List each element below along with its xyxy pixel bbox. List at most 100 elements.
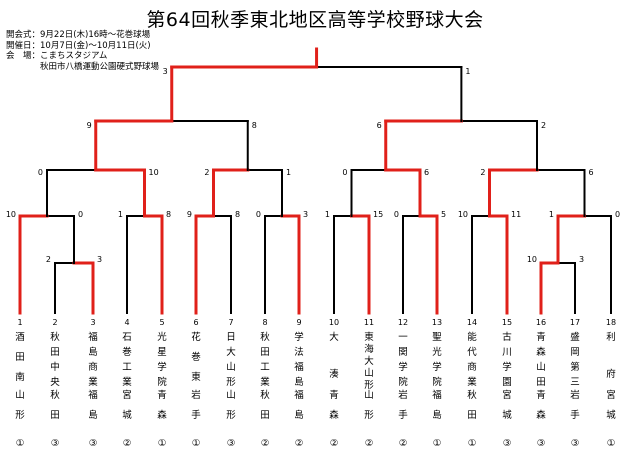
- team-17-number: 17: [570, 318, 580, 327]
- team-13-school-char-4: 院: [432, 376, 442, 388]
- match-r2-4-score-left: 2: [480, 168, 485, 177]
- page-title: 第64回秋季東北地区高等学校野球大会: [146, 9, 484, 31]
- team-13-number: 13: [432, 318, 442, 327]
- match-r1-9-score-left: 1: [549, 210, 554, 219]
- team-15-school-char-4: 園: [502, 377, 512, 388]
- team-14-school-char-2: 代: [467, 347, 477, 358]
- info-venue-2: 秋田市八橋運動公園硬式野球場: [6, 61, 160, 72]
- team-7-seed: ③: [227, 438, 236, 449]
- team-14-seed: ①: [468, 438, 477, 449]
- team-18-pref-char-1: 宮: [606, 389, 616, 401]
- team-8-school-char-1: 秋: [260, 331, 270, 343]
- team-18-seed: ①: [607, 438, 616, 449]
- team-3-school-char-2: 島: [88, 346, 98, 358]
- team-17-pref-char-2: 手: [570, 409, 580, 421]
- team-4-seed: ②: [123, 438, 132, 449]
- team-12-school-char-2: 関: [398, 347, 408, 358]
- team-4-number: 4: [124, 318, 129, 327]
- team-5-pref-char-1: 青: [157, 389, 167, 401]
- team-16-pref-char-2: 森: [536, 409, 546, 421]
- team-7-pref-char-2: 形: [226, 409, 236, 421]
- match-r0-score-right: 3: [97, 255, 102, 264]
- team-12-school-char-1: 一: [398, 332, 408, 343]
- team-15-school-char-3: 学: [502, 361, 512, 373]
- team-1-seed: ①: [16, 438, 25, 449]
- team-13-seed: ①: [433, 438, 442, 449]
- team-5-number: 5: [159, 318, 164, 327]
- match-sf-2-score-left: 6: [377, 121, 382, 130]
- team-12-school-char-3: 学: [398, 361, 408, 373]
- team-6-school-char-1: 花: [191, 331, 201, 343]
- team-18-pref-char-2: 城: [606, 410, 616, 421]
- match-r1-9-score-right: 0: [615, 210, 620, 219]
- team-1-school-char-1: 酒: [15, 332, 25, 343]
- team-15-seed: ③: [503, 438, 512, 449]
- team-2-pref-char-1: 秋: [50, 389, 60, 401]
- team-8-number: 8: [262, 318, 267, 327]
- team-3-pref-char-2: 島: [88, 409, 98, 421]
- team-18-school-char-1: 利: [606, 331, 616, 343]
- team-9-pref-char-2: 島: [294, 409, 304, 421]
- match-r1-3-score-left: 9: [187, 210, 192, 219]
- match-r1-4-score-left: 0: [256, 210, 261, 219]
- match-r2-1-score-right: 10: [149, 168, 159, 177]
- team-9-school-char-4: 島: [294, 376, 304, 388]
- match-r1-6-score-right: 5: [441, 210, 446, 219]
- team-4-school-char-3: 工: [122, 362, 132, 373]
- team-10-pref-char-2: 森: [329, 409, 339, 421]
- team-7-number: 7: [228, 318, 233, 327]
- team-12-number: 12: [398, 318, 408, 327]
- team-6-pref-char-2: 手: [191, 409, 201, 421]
- team-9-school-char-2: 法: [294, 346, 304, 358]
- team-17-school-char-4: 三: [570, 377, 580, 388]
- team-16-school-char-2: 森: [536, 346, 546, 358]
- team-10-seed: ②: [330, 438, 339, 449]
- team-14-school-char-4: 業: [467, 376, 477, 388]
- match-r1-2-score-right: 8: [166, 210, 171, 219]
- team-10-school-char-1: 大: [329, 331, 339, 343]
- team-5-school-char-4: 院: [157, 376, 167, 388]
- match-r2-4-score-right: 6: [589, 168, 594, 177]
- match-final-score-left: 3: [163, 67, 168, 76]
- team-10-pref-char-1: 青: [329, 389, 339, 401]
- team-16-number: 16: [536, 318, 546, 327]
- match-r0-score-left: 2: [46, 255, 51, 264]
- team-3-school-char-4: 業: [88, 376, 98, 388]
- team-9-school-char-3: 福: [294, 361, 304, 373]
- team-16-school-char-4: 田: [536, 377, 546, 388]
- team-3-school-char-1: 福: [88, 331, 98, 343]
- team-5-pref-char-2: 森: [157, 409, 167, 421]
- match-r2-2-score-left: 2: [204, 168, 209, 177]
- team-17-seed: ③: [571, 438, 580, 449]
- team-17-school-char-2: 岡: [570, 347, 580, 358]
- team-12-pref-char-2: 手: [398, 409, 408, 421]
- team-6-seed: ①: [192, 438, 201, 449]
- team-1-school-char-3: 南: [15, 371, 25, 383]
- team-8-school-char-4: 業: [260, 376, 270, 388]
- match-sf-1-score-right: 8: [252, 121, 257, 130]
- team-10-number: 10: [329, 318, 339, 327]
- team-4-school-char-4: 業: [122, 376, 132, 388]
- team-14-pref-char-2: 田: [467, 410, 477, 421]
- match-r2-1-score-left: 0: [38, 168, 43, 177]
- team-2-pref-char-2: 田: [50, 410, 60, 421]
- team-7-school-char-1: 日: [226, 332, 236, 343]
- team-4-pref-char-1: 宮: [122, 389, 132, 401]
- team-5-school-char-3: 学: [157, 361, 167, 373]
- team-3-pref-char-1: 福: [88, 389, 98, 401]
- team-5-school-char-2: 星: [157, 347, 167, 358]
- team-6-number: 6: [193, 318, 198, 327]
- team-14-pref-char-1: 秋: [467, 389, 477, 401]
- team-16-school-char-1: 青: [536, 331, 546, 343]
- team-3-school-char-3: 商: [88, 361, 98, 373]
- match-r1-5-score-right: 15: [373, 210, 383, 219]
- match-r1-1-score-right: 0: [78, 210, 83, 219]
- team-4-school-char-1: 石: [122, 332, 132, 343]
- match-r1-6-score-left: 0: [394, 210, 399, 219]
- team-16-pref-char-1: 青: [536, 389, 546, 401]
- team-14-number: 14: [467, 318, 477, 327]
- team-5-school-char-1: 光: [157, 331, 167, 343]
- team-18-school-char-2: 府: [606, 368, 616, 380]
- match-r1-8-score-right: 3: [579, 255, 584, 264]
